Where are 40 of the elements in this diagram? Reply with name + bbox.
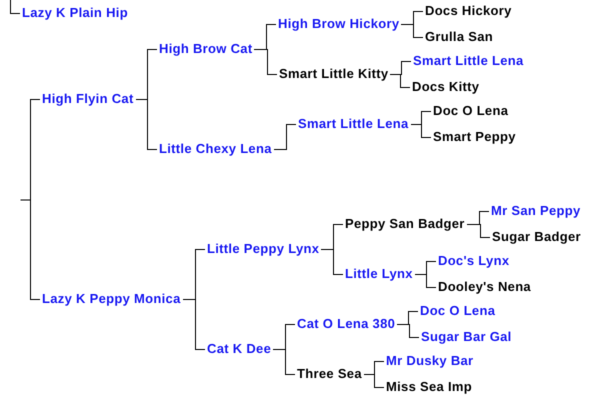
horse-name: High Brow Cat <box>159 41 252 57</box>
horse-name: High Brow Hickory <box>278 16 400 32</box>
horse-name: Little Lynx <box>345 266 413 282</box>
pedigree-line <box>10 0 20 14</box>
horse-name: Miss Sea Imp <box>386 379 472 395</box>
pedigree-line <box>410 124 432 138</box>
horse-name: Mr Dusky Bar <box>386 353 474 369</box>
horse-name: Lazy K Plain Hip <box>22 5 128 21</box>
horse-name: Lazy K Peppy Monica <box>42 291 181 307</box>
horse-name: Cat K Dee <box>207 341 272 357</box>
horse-name: Sugar Badger <box>492 229 581 245</box>
pedigree-line <box>274 124 296 150</box>
pedigree-line <box>400 24 424 38</box>
horse-name: Doc O Lena <box>420 303 496 319</box>
horse-name: Little Chexy Lena <box>159 141 272 157</box>
horse-name: Docs Kitty <box>412 79 480 95</box>
horse-name: Smart Peppy <box>433 129 516 145</box>
pedigree-line <box>396 324 420 338</box>
pedigree-line <box>272 349 296 375</box>
horse-name: Sugar Bar Gal <box>421 329 512 345</box>
pedigree-line <box>136 99 158 150</box>
horse-name: Grulla San <box>425 29 494 45</box>
pedigree-line <box>182 299 206 350</box>
pedigree-line <box>320 249 344 275</box>
horse-name: Three Sea <box>297 366 362 382</box>
horse-name: Mr San Peppy <box>491 203 581 219</box>
horse-name: Dooley's Nena <box>438 279 531 295</box>
horse-name: Little Peppy Lynx <box>207 241 320 257</box>
horse-name: High Flyin Cat <box>42 91 134 107</box>
pedigree-line <box>414 274 436 288</box>
horse-name: Smart Little Lena <box>413 53 524 69</box>
pedigree-line <box>390 74 410 88</box>
pedigree-line <box>364 374 384 388</box>
horse-name: Smart Little Lena <box>298 116 409 132</box>
horse-name: Cat O Lena 380 <box>297 316 396 332</box>
horse-name: Docs Hickory <box>425 3 512 19</box>
horse-name: Doc O Lena <box>433 103 508 119</box>
horse-name: Doc's Lynx <box>438 253 510 269</box>
horse-name: Smart Little Kitty <box>279 66 388 82</box>
horse-name: Peppy San Badger <box>345 216 465 232</box>
